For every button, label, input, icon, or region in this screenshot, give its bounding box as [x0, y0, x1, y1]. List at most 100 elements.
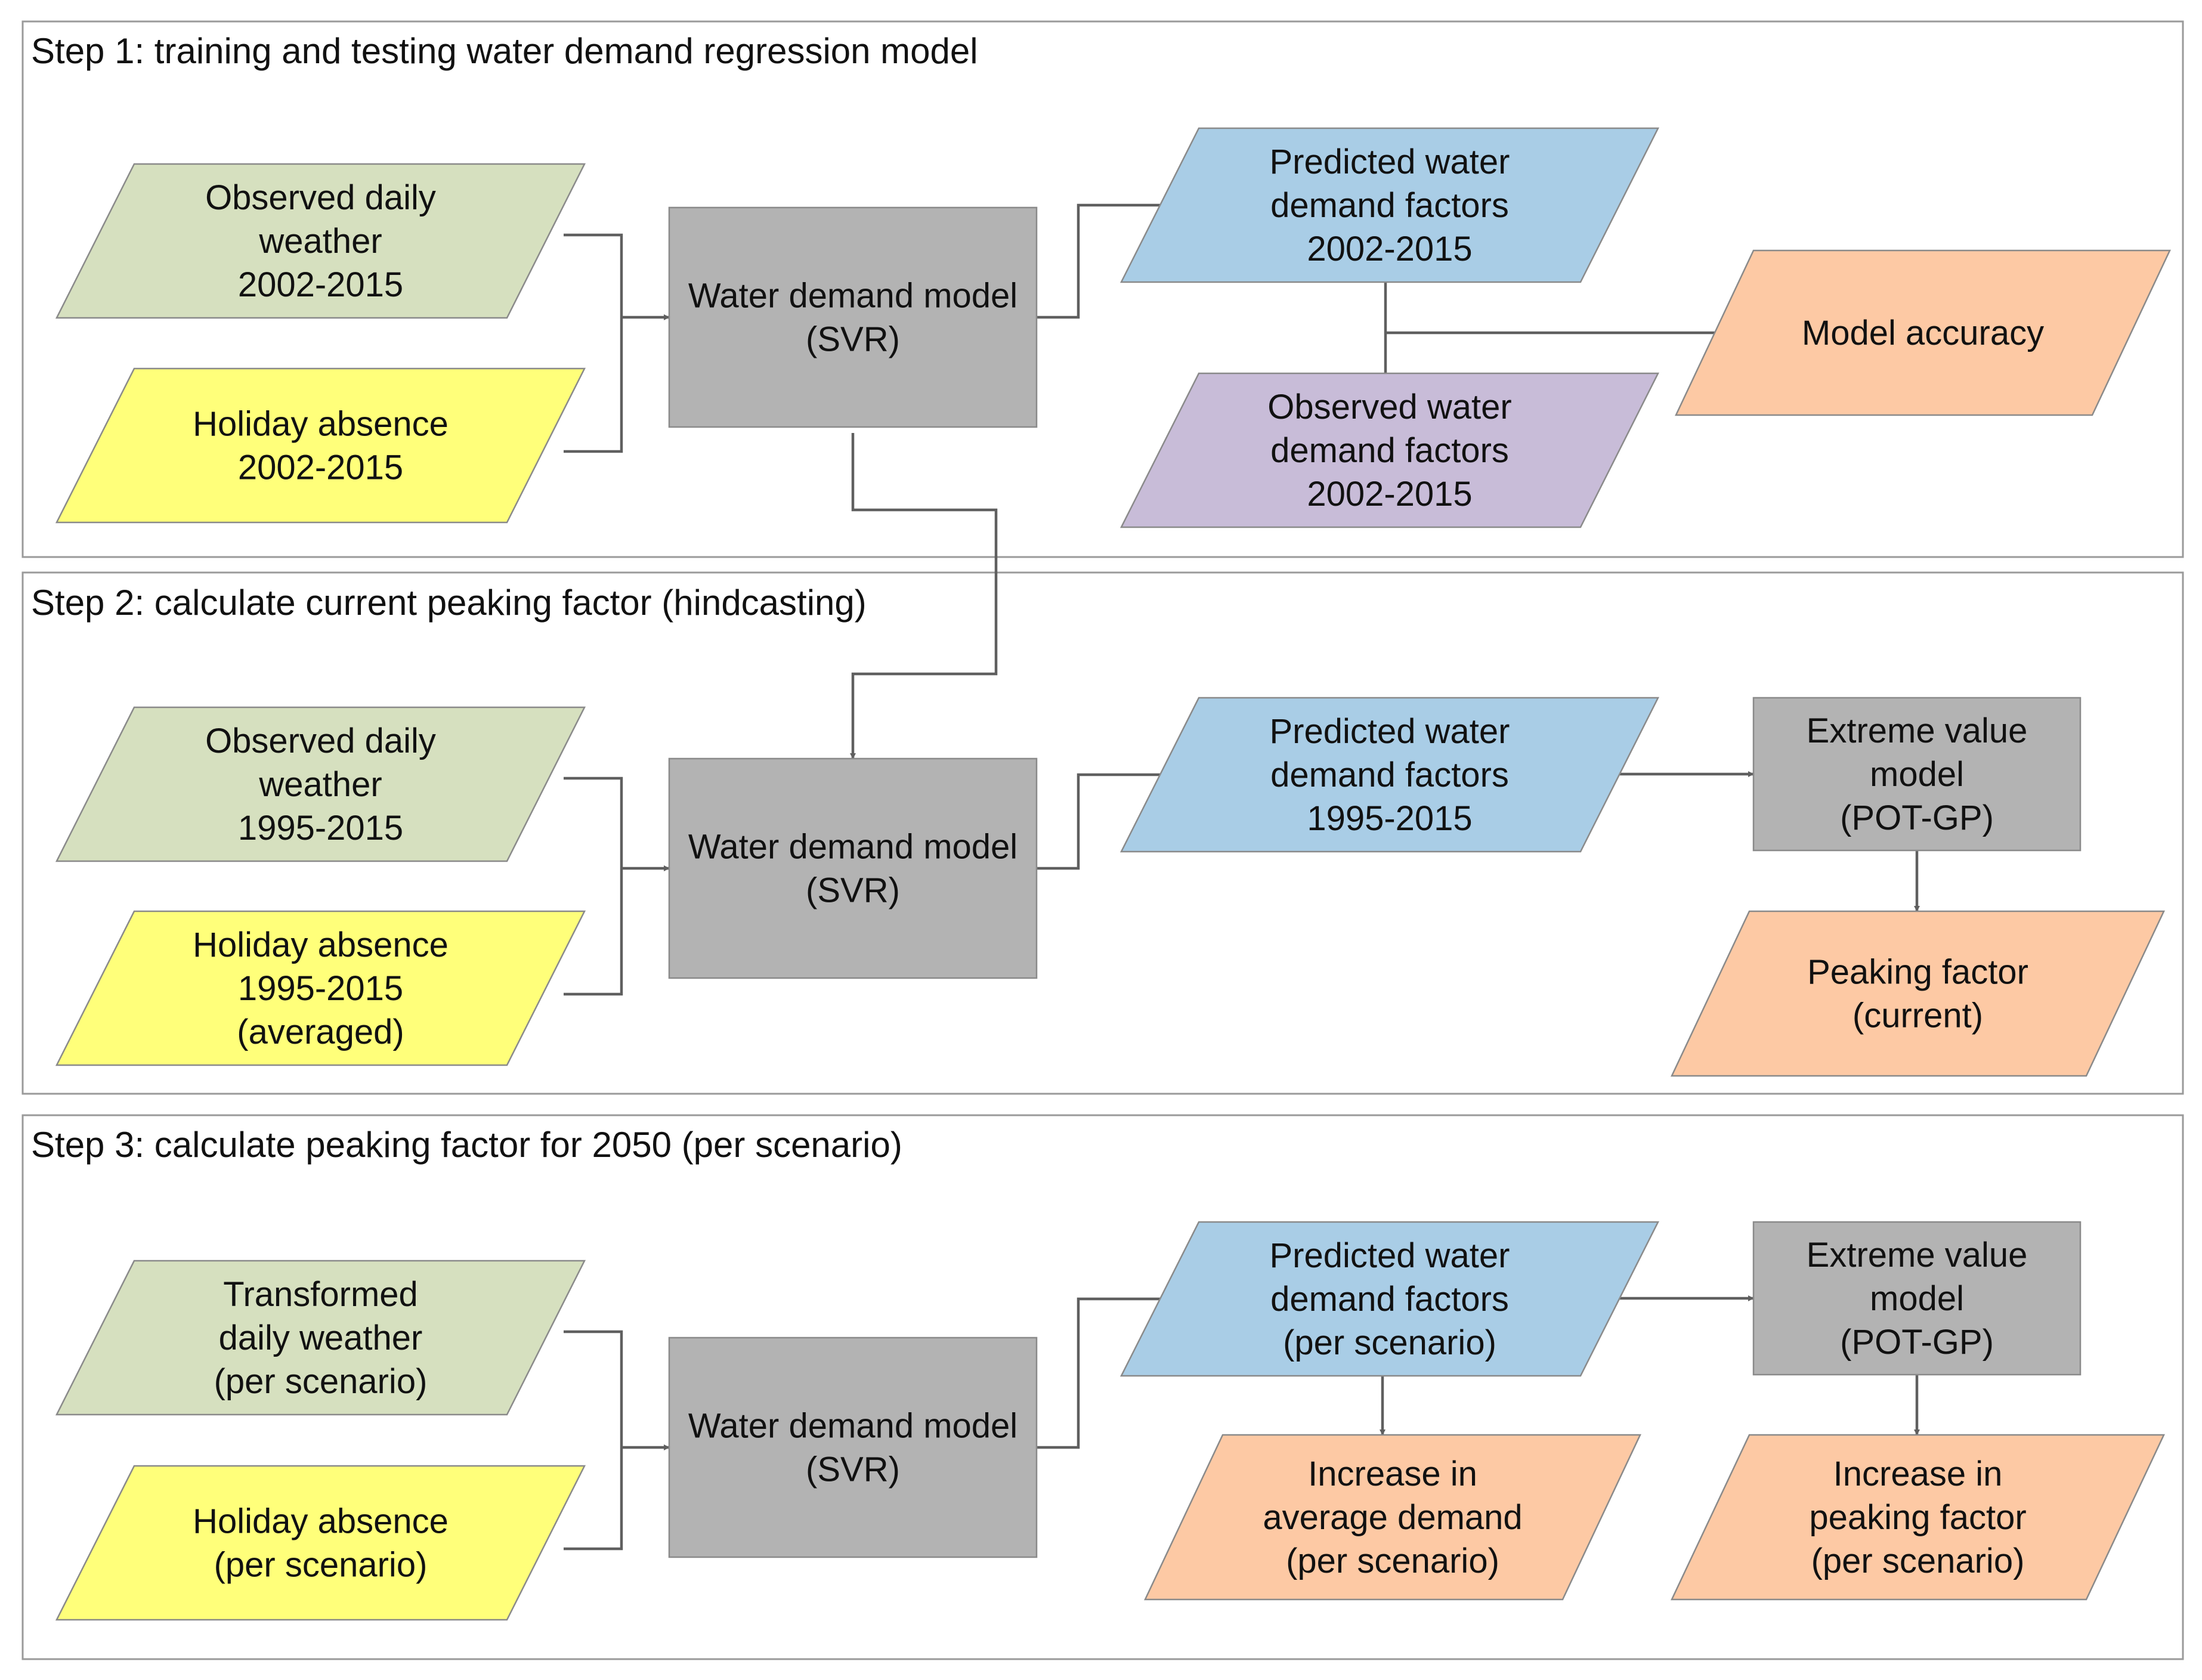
- node-label-line: demand factors: [1270, 756, 1509, 794]
- node-label-line: Observed daily: [205, 722, 436, 760]
- node-s3-avgdemand: Increase in average demand (per scenario): [1144, 1434, 1641, 1601]
- s3-model-to-predicted-arrow: [1037, 1296, 1168, 1449]
- data-parallelogram: [55, 1465, 586, 1621]
- node-label-line: (POT-GP): [1840, 1323, 1994, 1362]
- process-box: [668, 206, 1038, 428]
- node-label-line: (SVR): [806, 1450, 900, 1489]
- node-label-line: Increase in: [1308, 1455, 1477, 1493]
- s1-model-to-predicted-arrow: [1037, 202, 1168, 319]
- data-parallelogram: [55, 706, 586, 862]
- s3-input-merge-line: [564, 1330, 623, 1551]
- node-label-line: Water demand model: [688, 1407, 1018, 1446]
- node-s2-peaking: Peaking factor (current): [1671, 910, 2165, 1077]
- s1-input-merge-line: [564, 233, 623, 453]
- node-label-line: Predicted water: [1270, 143, 1510, 181]
- node-s3-evm: Extreme value model (POT-GP): [1752, 1221, 2082, 1376]
- node-s3-predicted: Predicted water demand factors (per scenar…: [1119, 1221, 1660, 1377]
- node-label-line: weather: [258, 765, 382, 804]
- node-label-line: 2002-2015: [238, 265, 403, 304]
- node-label-line: Holiday absence: [193, 926, 449, 964]
- node-s3-model: Water demand model (SVR): [668, 1336, 1038, 1558]
- node-label-line: 1995-2015: [1307, 799, 1472, 838]
- data-parallelogram: [1671, 910, 2165, 1077]
- step-1-title: Step 1: training and testing water deman…: [31, 31, 978, 71]
- data-parallelogram: [1119, 1221, 1660, 1377]
- node-label-line: 2002-2015: [1307, 230, 1472, 268]
- node-label-line: Extreme value: [1807, 1236, 2028, 1274]
- data-parallelogram: [1119, 697, 1660, 853]
- node-s2-weather: Observed daily weather 1995-2015: [55, 706, 586, 862]
- connector-layer: [564, 202, 1920, 1551]
- node-label-line: 2002-2015: [1307, 475, 1472, 513]
- node-label-line: (current): [1852, 997, 1983, 1035]
- node-label-line: Predicted water: [1270, 1236, 1510, 1275]
- node-label-line: Holiday absence: [193, 405, 449, 444]
- node-label-line: Extreme value: [1807, 711, 2028, 750]
- node-label-line: Water demand model: [688, 828, 1018, 867]
- data-parallelogram: [55, 910, 586, 1066]
- node-label-line: Increase in: [1833, 1455, 2003, 1493]
- step-2-title: Step 2: calculate current peaking factor…: [31, 583, 867, 623]
- node-s1-weather: Observed daily weather 2002-2015: [55, 163, 586, 319]
- data-parallelogram: [55, 163, 586, 319]
- node-label-line: 2002-2015: [238, 448, 403, 487]
- step-3-title: Step 3: calculate peaking factor for 205…: [31, 1125, 902, 1165]
- node-label-line: weather: [258, 222, 382, 261]
- data-parallelogram: [55, 1260, 586, 1416]
- node-s3-peakinc: Increase in peaking factor (per scenario): [1671, 1434, 2165, 1601]
- node-label-line: demand factors: [1270, 431, 1509, 470]
- node-label-line: (SVR): [806, 871, 900, 910]
- node-s3-weather: Transformed daily weather (per scenario): [55, 1260, 586, 1416]
- node-s1-holiday: Holiday absence 2002-2015: [55, 367, 586, 524]
- node-label-line: (SVR): [806, 320, 900, 359]
- node-s1-model: Water demand model (SVR): [668, 206, 1038, 428]
- node-label-line: (per scenario): [1286, 1542, 1499, 1580]
- data-parallelogram: [55, 367, 586, 524]
- node-s2-evm: Extreme value model (POT-GP): [1752, 697, 2082, 852]
- data-parallelogram: [1144, 1434, 1641, 1601]
- data-parallelogram: [1675, 249, 2171, 416]
- node-label-line: (averaged): [237, 1013, 404, 1051]
- node-s2-predicted: Predicted water demand factors 1995-2015: [1119, 697, 1660, 853]
- node-label-line: 1995-2015: [238, 969, 403, 1008]
- node-label-line: model: [1870, 1279, 1964, 1318]
- node-s1-accuracy: Model accuracy: [1675, 249, 2171, 416]
- node-label-line: Transformed: [223, 1275, 418, 1314]
- node-label-line: Observed water: [1267, 388, 1511, 426]
- process-box: [1752, 1221, 2082, 1376]
- node-label-line: (POT-GP): [1840, 799, 1994, 837]
- node-label-line: 1995-2015: [238, 809, 403, 847]
- data-parallelogram: [1119, 372, 1660, 528]
- node-s2-holiday: Holiday absence 1995-2015 (averaged): [55, 910, 586, 1066]
- node-label-line: (per scenario): [214, 1546, 428, 1585]
- data-parallelogram: [1119, 127, 1660, 283]
- node-label-line: (per scenario): [1811, 1542, 2025, 1580]
- node-s3-holiday: Holiday absence (per scenario): [55, 1465, 586, 1621]
- node-label-line: daily weather: [219, 1319, 423, 1357]
- node-label-line: Peaking factor: [1807, 953, 2028, 992]
- node-label-line: model: [1870, 755, 1964, 794]
- node-s2-model: Water demand model (SVR): [668, 757, 1038, 979]
- process-box: [668, 757, 1038, 979]
- node-label-line: Model accuracy: [1802, 314, 2044, 352]
- node-label-line: average demand: [1263, 1498, 1522, 1537]
- node-label-line: (per scenario): [1283, 1323, 1496, 1362]
- process-box: [1752, 697, 2082, 852]
- node-label-line: (per scenario): [214, 1362, 428, 1401]
- node-label-line: Holiday absence: [193, 1502, 449, 1541]
- node-label-line: peaking factor: [1809, 1498, 2026, 1537]
- s2-model-to-predicted-arrow: [1037, 772, 1168, 870]
- node-label-line: Observed daily: [205, 178, 436, 217]
- node-s1-observed: Observed water demand factors 2002-2015: [1119, 372, 1660, 528]
- node-label-line: Predicted water: [1270, 712, 1510, 751]
- trained-model-reuse-arrow: [850, 433, 998, 759]
- s2-input-merge-line: [564, 776, 623, 996]
- node-label-line: Water demand model: [688, 277, 1018, 315]
- process-box: [668, 1336, 1038, 1558]
- node-label-line: demand factors: [1270, 1280, 1509, 1319]
- data-parallelogram: [1671, 1434, 2165, 1601]
- node-label-line: demand factors: [1270, 186, 1509, 225]
- node-s1-predicted: Predicted water demand factors 2002-2015: [1119, 127, 1660, 283]
